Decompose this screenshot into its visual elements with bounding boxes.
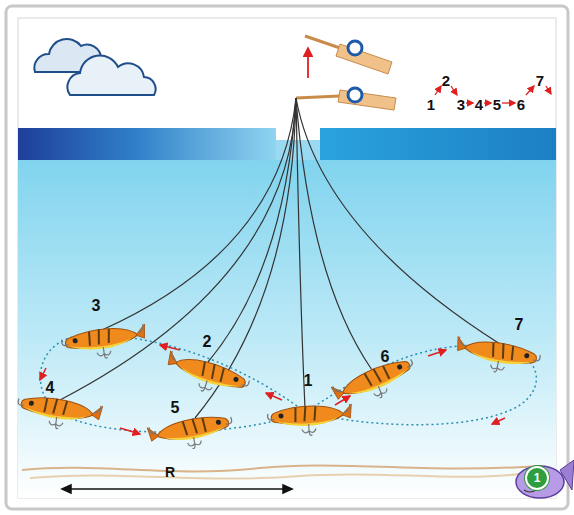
lure-number: 2 [203,334,212,350]
water [18,155,556,498]
sequence-number: 4 [475,97,483,112]
frame [6,6,568,509]
mascot-fish [516,460,574,498]
sequence-number: 3 [457,97,465,112]
rod-lowered [296,88,396,110]
ice-layer [18,128,276,160]
ice-layer [320,128,556,160]
radius-arrow [62,485,292,493]
lure-number: 1 [304,373,313,389]
lure-number: 7 [515,317,524,333]
dimension-label: R [165,465,175,479]
badge-circle: 1 [525,466,549,490]
lure-number: 6 [381,349,390,365]
lure-number: 4 [46,380,55,396]
lure-number: 5 [171,400,180,416]
sequence-number: 5 [493,97,501,112]
clouds [34,39,155,95]
badge-number: 1 [534,472,541,484]
fishing-lines [60,98,500,418]
lure-number: 3 [92,298,101,314]
rod-raised [305,36,392,74]
lure [15,323,541,456]
sequence-number: 2 [442,73,450,88]
sequence-number: 6 [517,97,525,112]
sequence-number: 7 [536,73,544,88]
lake-bottom [22,465,540,478]
sequence-number: 1 [427,97,435,112]
lift-arrow [307,48,309,78]
